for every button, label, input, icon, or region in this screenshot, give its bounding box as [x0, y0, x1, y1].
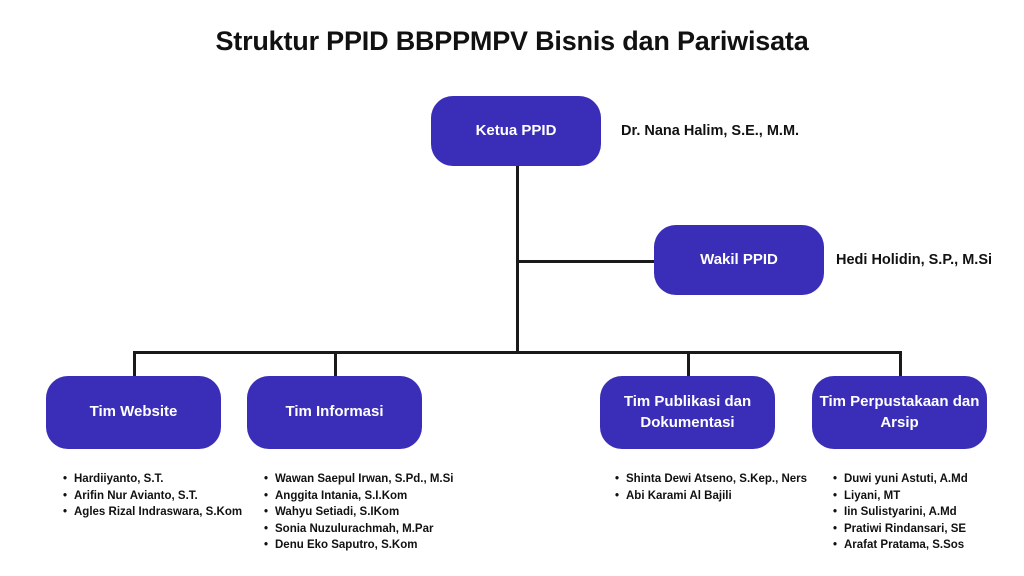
list-item: Wawan Saepul Irwan, S.Pd., M.Si: [264, 471, 453, 488]
list-item: Anggita Intania, S.I.Kom: [264, 488, 454, 505]
connector-drop-tim-perpustakaan: [899, 351, 902, 377]
list-item: Denu Eko Saputro, S.Kom: [264, 537, 454, 554]
person-name-ketua-ppid: Dr. Nana Halim, S.E., M.M.: [621, 123, 800, 139]
member-list-tim-publikasi: Shinta Dewi Atseno, S.Kep., Ners Abi Kar…: [612, 471, 807, 504]
page-title: Struktur PPID BBPPMPV Bisnis dan Pariwis…: [215, 26, 809, 56]
list-item: Wahyu Setiadi, S.IKom: [264, 504, 454, 521]
connector-team-bus: [133, 351, 902, 354]
list-item: Liyani, MT: [833, 488, 968, 505]
node-wakil-ppid[interactable]: Wakil PPID: [654, 225, 824, 295]
connector-drop-tim-publikasi: [687, 351, 690, 377]
node-tim-informasi[interactable]: Tim Informasi: [247, 376, 422, 449]
member-list-tim-website: Hardiiyanto, S.T. Arifin Nur Avianto, S.…: [60, 471, 242, 521]
node-tim-publikasi-label: Tim Publikasi dan Dokumentasi: [623, 393, 752, 431]
list-item: Agles Rizal Indraswara, S.Kom: [63, 504, 242, 521]
connector-trunk-vertical: [516, 165, 519, 354]
person-name-wakil-ppid: Hedi Holidin, S.P., M.Si: [836, 252, 993, 268]
list-item: Hardiiyanto, S.T.: [63, 471, 242, 488]
node-wakil-ppid-label: Wakil PPID: [700, 250, 778, 268]
list-item: Arifin Nur Avianto, S.T.: [63, 488, 242, 505]
connector-drop-tim-informasi: [334, 351, 337, 377]
list-item: Pratiwi Rindansari, SE: [833, 521, 968, 538]
node-ketua-ppid-label: Ketua PPID: [475, 121, 557, 139]
list-item: Iin Sulistyarini, A.Md: [833, 504, 968, 521]
connector-drop-tim-website: [133, 351, 136, 377]
node-tim-informasi-label: Tim Informasi: [285, 403, 384, 421]
list-item: Shinta Dewi Atseno, S.Kep., Ners: [615, 471, 807, 488]
connector-to-wakil: [516, 260, 656, 263]
node-tim-perpustakaan[interactable]: Tim Perpustakaan dan Arsip: [812, 376, 987, 449]
member-list-tim-informasi: Wawan Saepul Irwan, S.Pd., M.Si Anggita …: [261, 471, 454, 554]
node-tim-perpustakaan-label: Tim Perpustakaan dan Arsip: [819, 393, 980, 431]
node-tim-publikasi[interactable]: Tim Publikasi dan Dokumentasi: [600, 376, 775, 449]
member-list-tim-perpustakaan: Duwi yuni Astuti, A.Md Liyani, MT Iin Su…: [830, 471, 968, 554]
node-tim-website-label: Tim Website: [89, 403, 178, 421]
list-item: Arafat Pratama, S.Sos: [833, 537, 968, 554]
list-item: Sonia Nuzulurachmah, M.Par: [264, 521, 454, 538]
node-ketua-ppid[interactable]: Ketua PPID: [431, 96, 601, 166]
list-item: Abi Karami Al Bajili: [615, 488, 807, 505]
node-tim-website[interactable]: Tim Website: [46, 376, 221, 449]
list-item: Duwi yuni Astuti, A.Md: [833, 471, 968, 488]
